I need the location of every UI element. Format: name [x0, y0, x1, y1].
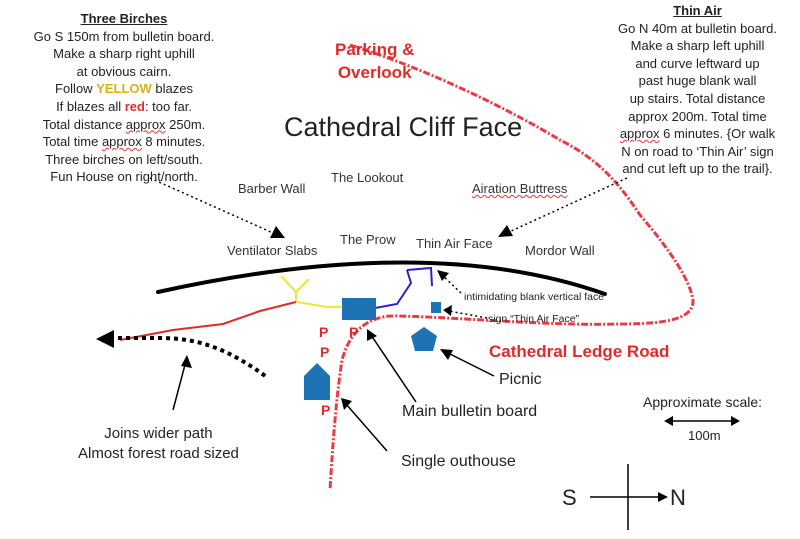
thin-air-line: Go N 40m at bulletin board. [618, 20, 777, 36]
thin-air-line: Make a sharp left uphill [630, 38, 765, 54]
text-span: Total time [42, 134, 102, 150]
text-span: Total distance [42, 116, 126, 132]
scale-value: 100m [688, 428, 721, 443]
outhouse-marker [304, 363, 330, 400]
three-birches-line: Total distance approx 250m. [0, 116, 248, 134]
picnic-label: Picnic [499, 371, 542, 388]
cliff-edge [156, 260, 607, 296]
ventilator-slabs-label: Ventilator Slabs [227, 243, 318, 258]
outhouse-label: Single outhouse [401, 453, 516, 470]
text-span: 250m. [165, 116, 206, 132]
spellcheck-word: approx [125, 116, 166, 132]
wider-path-arrowhead [96, 330, 114, 348]
three-birches-line: Follow YELLOW blazes [0, 80, 248, 98]
text-span: : too far. [144, 98, 192, 114]
lookout-label: The Lookout [331, 170, 404, 185]
arrow-to-bulletin [370, 334, 417, 403]
three-birches-line: If blazes all red: too far. [0, 98, 248, 116]
three-birches-line: Three birches on left/south. [45, 151, 203, 167]
scale-bar [664, 416, 740, 426]
parking-line: Parking & [335, 40, 415, 59]
scale-label: Approximate scale: [643, 394, 763, 410]
parking-marker: P [319, 324, 329, 340]
spellcheck-word: approx [619, 126, 660, 142]
text-span: 6 minutes. {Or walk [659, 126, 776, 142]
three-birches-line: Total time approx 8 minutes. [0, 133, 248, 151]
spellcheck-word: approx [101, 134, 142, 150]
thin-air-line: and curve leftward up [635, 55, 760, 71]
road-line [328, 43, 695, 491]
map-title: Cathedral Cliff Face [284, 112, 523, 142]
solid-arrowheads [181, 329, 453, 410]
red-trail [119, 301, 297, 341]
wider-path-label: Joins wider path Almost forest road size… [78, 424, 239, 464]
blue-trail [374, 266, 433, 309]
parking-marker: P [321, 402, 331, 418]
yellow-trail [280, 275, 341, 308]
prow-label: The Prow [340, 232, 396, 247]
picnic-marker [411, 327, 437, 351]
thin-air-line: past huge blank wall [638, 73, 757, 89]
mordor-wall-label: Mordor Wall [525, 243, 595, 258]
parking-marker: P [320, 344, 330, 360]
road-label: Cathedral Ledge Road [489, 342, 670, 361]
parking-marker: P [349, 324, 359, 340]
overlook-line: Overlook [337, 63, 412, 82]
red-highlight: red [124, 98, 145, 114]
barber-wall-label: Barber Wall [238, 181, 306, 196]
bulletin-board-marker [342, 298, 376, 320]
sign-marker [431, 302, 441, 313]
dotted-arrowheads [270, 225, 513, 316]
three-birches-heading: Three Birches [80, 11, 168, 26]
arrow-to-outhouse [345, 403, 388, 452]
text-span: If blazes all [56, 98, 125, 114]
text-span: Follow [55, 81, 97, 97]
wider-path-line: Joins wider path [104, 425, 213, 442]
arrow-to-sign [448, 310, 488, 319]
parking-overlook-label: Parking & Overlook [335, 38, 414, 84]
thin-air-line: N on road to ‘Thin Air’ sign [621, 143, 774, 159]
wider-path [102, 336, 270, 380]
airation-buttress-label: Airation Buttress [472, 181, 567, 196]
dotted-arrows [149, 177, 628, 319]
text-span: 8 minutes. [141, 134, 206, 150]
thin-air-heading: Thin Air [673, 3, 722, 18]
three-birches-line: Fun House on right/north. [50, 169, 198, 185]
thin-air-face-label: Thin Air Face [416, 236, 493, 251]
bulletin-board-label: Main bulletin board [402, 403, 538, 420]
blank-face-label: intimidating blank vertical face [464, 291, 605, 303]
airation-buttress-text: Airation Buttress [472, 181, 568, 196]
text-span: blazes [151, 81, 193, 97]
thin-air-line: up stairs. Total distance [629, 90, 766, 106]
three-birches-directions: Three Birches Go S 150m from bulletin bo… [0, 10, 248, 186]
yellow-highlight: YELLOW [96, 81, 152, 97]
compass-south: S [562, 485, 577, 510]
thin-air-line: and cut left up to the trail}. [622, 161, 773, 177]
arrow-to-picnic [445, 351, 495, 377]
thin-air-directions: Thin Air Go N 40m at bulletin board. Mak… [591, 2, 800, 178]
compass-north: N [670, 485, 686, 510]
thin-air-line: approx 6 minutes. {Or walk [591, 125, 800, 143]
arrow-to-wider-path [172, 360, 187, 411]
three-birches-line: Make a sharp right uphill [53, 46, 195, 62]
thin-air-line: approx 200m. Total time [628, 108, 767, 124]
sign-label: sign “Thin Air Face” [488, 313, 580, 325]
wider-path-line: Almost forest road sized [78, 445, 239, 462]
arrow-to-thin-air-face [508, 177, 628, 233]
solid-arrows [172, 334, 495, 452]
compass-rose [590, 464, 668, 530]
three-birches-line: at obvious cairn. [76, 63, 172, 79]
three-birches-line: Go S 150m from bulletin board. [33, 28, 215, 44]
